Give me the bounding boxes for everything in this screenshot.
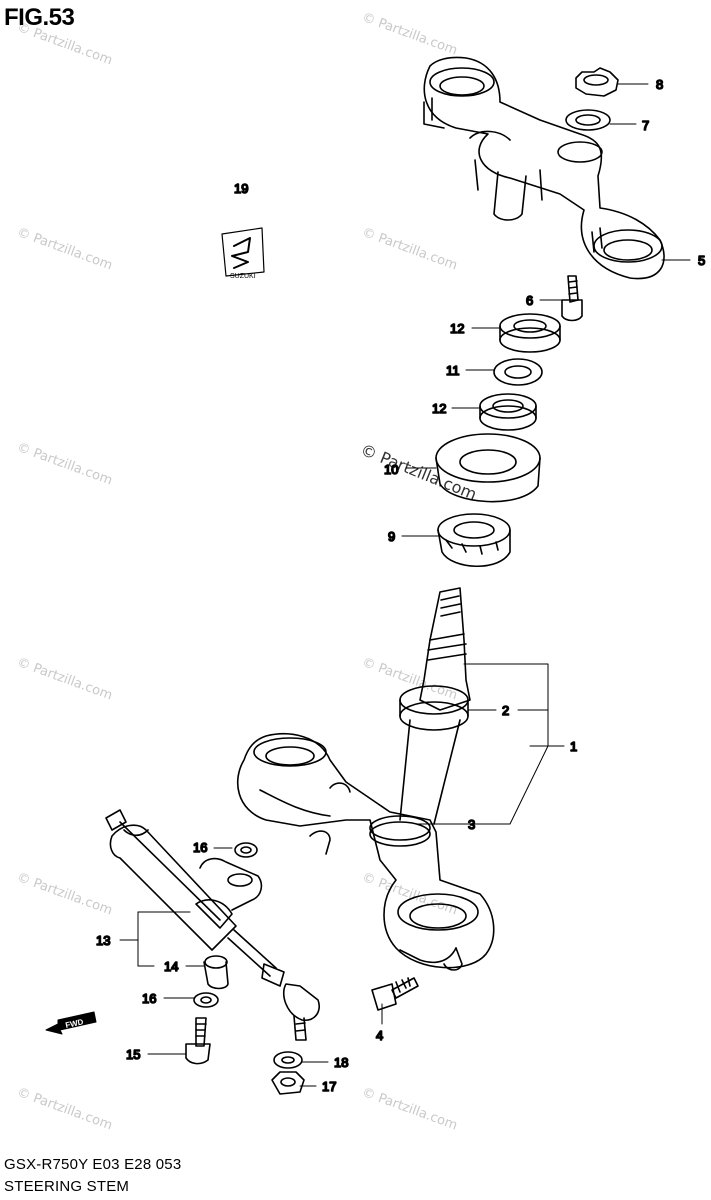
callout-12-upper: 12: [450, 321, 464, 336]
bolt-part: [185, 1017, 211, 1065]
lock-nut-part: [479, 393, 537, 431]
washer-part: [234, 842, 258, 858]
forward-arrow-label: FWD: [65, 1017, 85, 1030]
lock-nut-part: [499, 313, 561, 353]
steering-damper-part: [105, 809, 320, 1041]
stem-nut-part: [575, 67, 619, 97]
forward-arrow-icon: [45, 1011, 97, 1035]
suzuki-logo-text: SUZUKI: [230, 273, 256, 280]
model-code: GSX-R750Y E03 E28 053: [4, 1156, 182, 1173]
callout-14: 14: [164, 959, 178, 974]
callout-11: 11: [446, 363, 460, 378]
bolt-part: [561, 275, 583, 322]
bearing-part: [437, 513, 511, 568]
figure-title: FIG.53: [4, 4, 75, 31]
figure-name: STEERING STEM: [4, 1178, 130, 1195]
callout-16-upper: 16: [193, 840, 207, 855]
suzuki-logo-part: [221, 227, 265, 277]
callout-2: 2: [502, 703, 509, 718]
callout-7: 7: [642, 118, 649, 133]
callout-12-lower: 12: [432, 401, 446, 416]
callout-16-lower: 16: [142, 991, 156, 1006]
callout-18: 18: [334, 1055, 348, 1070]
dust-seal-part: [435, 433, 541, 503]
bolt-part: [371, 977, 419, 1011]
callout-19: 19: [234, 181, 248, 196]
bushing-part: [203, 955, 229, 990]
leader-lines: [119, 83, 691, 1087]
callout-6: 6: [526, 293, 533, 308]
callout-17: 17: [322, 1079, 336, 1094]
callout-8: 8: [656, 77, 663, 92]
washer-part: [493, 358, 543, 386]
steering-stem-part: [369, 587, 471, 847]
washer-part: [565, 109, 611, 131]
lower-bracket-part: [236, 733, 495, 971]
callout-10: 10: [384, 462, 398, 477]
callout-4: 4: [376, 1028, 383, 1043]
callout-1: 1: [570, 739, 577, 754]
callout-3: 3: [468, 817, 475, 832]
callout-5: 5: [698, 253, 705, 268]
callout-15: 15: [126, 1047, 140, 1062]
upper-bracket-part: [423, 56, 665, 280]
callout-9: 9: [388, 529, 395, 544]
callout-13: 13: [96, 933, 110, 948]
nut-part: [271, 1071, 305, 1095]
washer-part: [273, 1051, 303, 1069]
washer-part: [193, 992, 219, 1008]
